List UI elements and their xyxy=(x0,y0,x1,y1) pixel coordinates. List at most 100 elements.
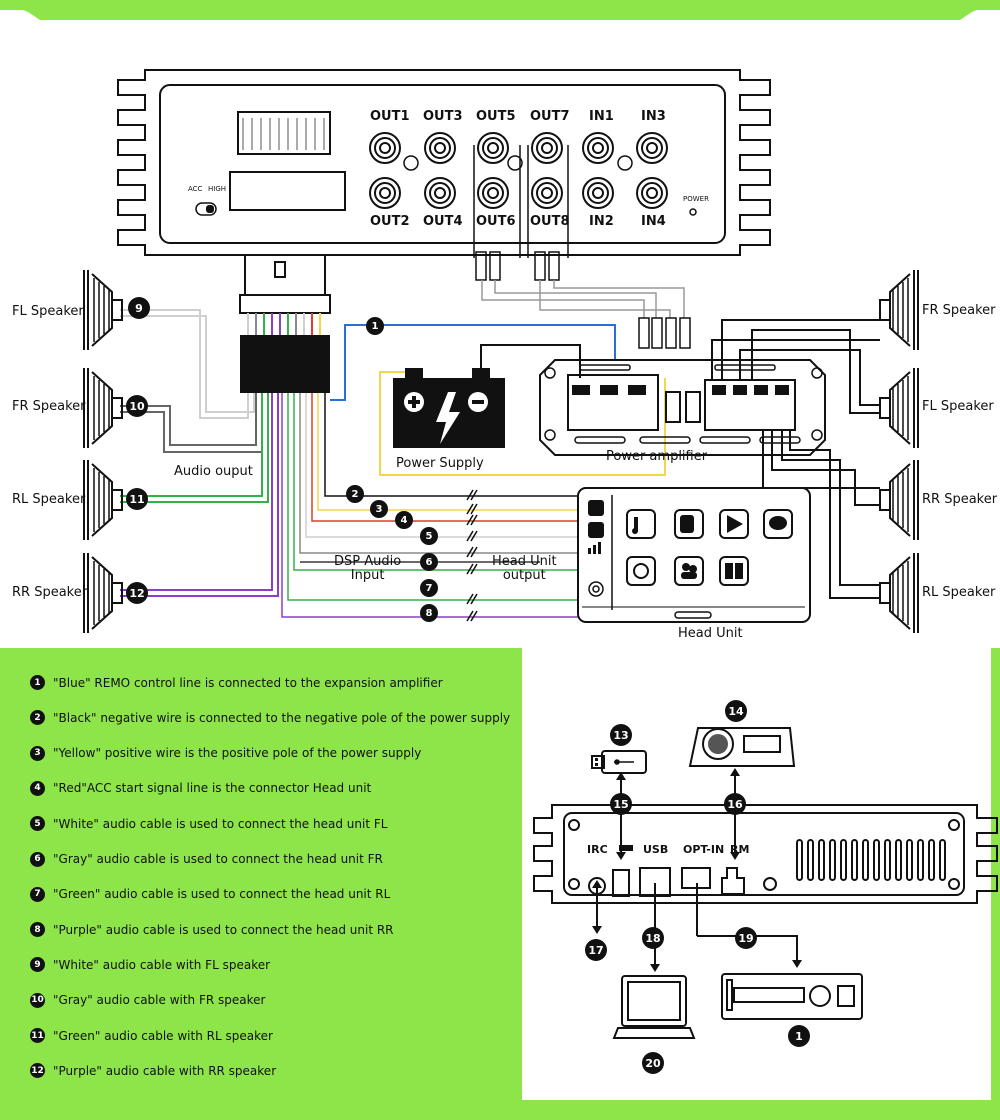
legend-item: 4 "Red"ACC start signal line is the conne… xyxy=(30,780,372,796)
badge-11: 11 xyxy=(126,488,148,510)
left-speaker-label-4: RR Speaker xyxy=(12,585,88,600)
badge-10: 10 xyxy=(126,395,148,417)
port-label-irc: IRC xyxy=(587,843,608,856)
badge-7: 7 xyxy=(420,579,438,597)
badge-5: 5 xyxy=(420,527,438,545)
panel-accent-strip xyxy=(991,648,1000,1100)
jack-label-in1: IN1 xyxy=(589,109,614,124)
legend-text: "Green" audio cable with RL speaker xyxy=(53,1028,273,1043)
badge-1: 1 xyxy=(366,317,384,335)
legend-number-badge: 7 xyxy=(30,886,45,902)
rca-jack xyxy=(477,132,509,164)
badge-13: 13 xyxy=(610,724,632,746)
rca-jack xyxy=(531,132,563,164)
badge-1-radio: 1 xyxy=(788,1025,810,1047)
badge-3: 3 xyxy=(370,500,388,518)
legend-item: 5"White" audio cable is used to connect … xyxy=(30,816,388,832)
badge-12: 12 xyxy=(126,582,148,604)
badge-17: 17 xyxy=(585,939,607,961)
jack-label-in4: IN4 xyxy=(641,214,666,229)
legend-number-badge: 3 xyxy=(30,745,45,761)
rca-jack xyxy=(424,132,456,164)
badge-14: 14 xyxy=(725,700,747,722)
legend-item: 11"Green" audio cable with RL speaker xyxy=(30,1028,273,1043)
switch-high-label: HIGH xyxy=(208,185,227,193)
right-speaker-label-3: RR Speaker xyxy=(922,492,998,507)
badge-8: 8 xyxy=(420,604,438,622)
power-amplifier xyxy=(539,359,826,456)
legend-text: "Purple" audio cable with RR speaker xyxy=(53,1063,277,1078)
jack-label-out1: OUT1 xyxy=(370,109,410,124)
legend-item: 8"Purple" audio cable is used to connect… xyxy=(30,922,394,938)
rca-jack xyxy=(531,177,563,209)
right-speaker-label-4: RL Speaker xyxy=(922,585,996,600)
legend-item: 9 "White" audio cable with FL speaker xyxy=(30,957,271,973)
jack-label-out7: OUT7 xyxy=(530,109,570,124)
power-amplifier-caption: Power amplifier xyxy=(606,449,708,464)
legend-text: "Purple" audio cable is used to connect … xyxy=(53,922,394,937)
legend-item: 7 "Green" audio cable is used to connect … xyxy=(30,886,391,902)
rca-jack xyxy=(477,177,509,209)
badge-16: 16 xyxy=(724,793,746,815)
legend-text: "Gray" audio cable is used to connect th… xyxy=(53,852,383,866)
dsp-amplifier xyxy=(117,69,771,256)
legend-text: "Green" audio cable is used to connect t… xyxy=(53,887,391,902)
legend-item: 12 "Purple" audio cable with RR speaker xyxy=(30,1063,277,1079)
legend-number-badge: 12 xyxy=(30,1063,45,1079)
legend-text: "Red"ACC start signal line is the connec… xyxy=(53,781,372,796)
legend-text: "Blue" REMO control line is connected to… xyxy=(53,675,443,690)
battery xyxy=(393,368,505,448)
switch-acc-label: ACC xyxy=(188,185,203,193)
rca-jack xyxy=(582,177,614,209)
badge-20: 20 xyxy=(642,1052,664,1074)
legend-text: "White" audio cable is used to connect t… xyxy=(53,816,388,831)
legend-number-badge: 4 xyxy=(30,780,45,796)
rca-jack xyxy=(636,132,668,164)
legend-item: 3 "Yellow" positive wire is the positive … xyxy=(30,745,422,761)
jack-label-out5: OUT5 xyxy=(476,109,516,124)
badge-19: 19 xyxy=(735,927,757,949)
speaker-icon xyxy=(879,368,919,448)
rca-jack xyxy=(424,177,456,209)
legend-text: "Yellow" positive wire is the positive p… xyxy=(53,746,422,761)
head-unit xyxy=(577,487,811,623)
left-speaker-label-2: FR Speaker xyxy=(12,399,86,414)
legend-item: 10 "Gray" audio cable with FR speaker xyxy=(30,992,266,1008)
legend-text: "Gray" audio cable with FR speaker xyxy=(53,993,266,1008)
speaker-icon xyxy=(83,553,123,633)
legend-number-badge: 2 xyxy=(30,710,45,726)
badge-6: 6 xyxy=(420,553,438,571)
power-supply-caption: Power Supply xyxy=(396,456,484,471)
legend-number-badge: 6 xyxy=(30,851,45,867)
left-speaker-label-1: FL Speaker xyxy=(12,304,84,319)
speaker-icon xyxy=(879,460,919,540)
right-speaker-label-1: FR Speaker xyxy=(922,303,996,318)
jack-label-out6: OUT6 xyxy=(476,214,516,229)
power-indicator-label: POWER xyxy=(683,195,709,203)
speaker-icon xyxy=(879,270,919,350)
rca-jack xyxy=(582,132,614,164)
legend-number-badge: 1 xyxy=(30,675,45,690)
speaker-icon xyxy=(83,460,123,540)
right-speaker-label-2: FL Speaker xyxy=(922,399,994,414)
jack-label-out3: OUT3 xyxy=(423,109,463,124)
badge-2: 2 xyxy=(346,485,364,503)
badge-4: 4 xyxy=(395,511,413,529)
legend-number-badge: 10 xyxy=(30,992,45,1008)
head-unit-caption: Head Unit xyxy=(678,626,743,641)
badge-15: 15 xyxy=(610,793,632,815)
port-label-usb: USB xyxy=(643,843,669,856)
bottom-banner xyxy=(0,1100,1000,1120)
legend-item: 6 "Gray" audio cable is used to connect t… xyxy=(30,851,383,867)
left-speaker-label-3: RL Speaker xyxy=(12,492,86,507)
legend-text: "Black" negative wire is connected to th… xyxy=(53,710,511,725)
speaker-icon xyxy=(83,368,123,448)
wiring-diagram xyxy=(83,69,919,633)
jack-label-in3: IN3 xyxy=(641,109,666,124)
legend-text: "White" audio cable with FL speaker xyxy=(53,957,271,972)
top-banner xyxy=(0,0,1000,20)
jack-label-out4: OUT4 xyxy=(423,214,463,229)
legend-item: 2 "Black" negative wire is connected to t… xyxy=(30,710,511,726)
legend-number-badge: 9 xyxy=(30,957,45,973)
speaker-icon xyxy=(879,553,919,633)
